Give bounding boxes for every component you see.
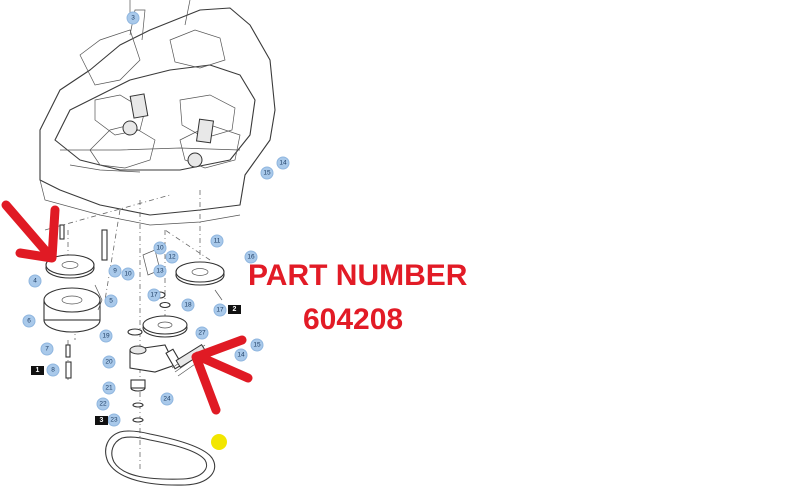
callout-3: 3 bbox=[126, 11, 140, 25]
callout-24: 24 bbox=[160, 392, 174, 406]
svg-text:4: 4 bbox=[33, 278, 37, 285]
svg-text:18: 18 bbox=[184, 302, 192, 309]
svg-text:27: 27 bbox=[198, 330, 206, 337]
yellow-marker-dot bbox=[211, 434, 227, 450]
svg-text:24: 24 bbox=[163, 396, 171, 403]
red-arrow-lower-right bbox=[191, 335, 253, 415]
mower-frame bbox=[39, 0, 276, 226]
callout-15a: 15 bbox=[260, 166, 274, 180]
svg-text:15: 15 bbox=[253, 342, 261, 349]
svg-text:14: 14 bbox=[237, 352, 245, 359]
callout-17b: 17 bbox=[213, 303, 227, 317]
section-label-1: 1 bbox=[31, 366, 44, 375]
callout-4: 4 bbox=[28, 274, 42, 288]
part-number-title: PART NUMBER bbox=[248, 259, 468, 292]
svg-text:11: 11 bbox=[214, 238, 221, 245]
callout-13: 13 bbox=[153, 264, 167, 278]
pulley-16 bbox=[175, 261, 225, 286]
callout-11: 11 bbox=[210, 234, 224, 248]
callout-20: 20 bbox=[102, 355, 116, 369]
callout-19: 19 bbox=[99, 329, 113, 343]
svg-text:21: 21 bbox=[105, 385, 113, 392]
svg-text:2: 2 bbox=[233, 306, 237, 313]
callout-14b: 14 bbox=[234, 348, 248, 362]
callout-27: 27 bbox=[195, 326, 209, 340]
callouts: 3 14 15 4 9 10 10 12 13 11 16 5 6 17 18 … bbox=[22, 11, 290, 427]
svg-text:9: 9 bbox=[113, 268, 117, 275]
svg-text:1: 1 bbox=[36, 367, 40, 374]
callout-10a: 10 bbox=[121, 267, 135, 281]
svg-text:20: 20 bbox=[105, 359, 113, 366]
idler-arm-20 bbox=[129, 344, 183, 373]
callout-8: 8 bbox=[46, 363, 60, 377]
svg-text:16: 16 bbox=[247, 254, 255, 261]
red-arrow-upper-left bbox=[1, 200, 60, 263]
callout-18: 18 bbox=[181, 298, 195, 312]
callout-15b: 15 bbox=[250, 338, 264, 352]
callout-21: 21 bbox=[102, 381, 116, 395]
svg-text:7: 7 bbox=[45, 346, 49, 353]
callout-9: 9 bbox=[108, 264, 122, 278]
svg-text:8: 8 bbox=[51, 367, 55, 374]
svg-text:3: 3 bbox=[131, 15, 135, 22]
callout-7: 7 bbox=[40, 342, 54, 356]
svg-text:3: 3 bbox=[100, 417, 104, 424]
svg-text:22: 22 bbox=[99, 401, 107, 408]
callout-14a: 14 bbox=[276, 156, 290, 170]
section-label-2: 2 bbox=[228, 305, 241, 314]
pulley-27 bbox=[142, 315, 188, 338]
callout-6: 6 bbox=[22, 314, 36, 328]
svg-text:10: 10 bbox=[124, 271, 132, 278]
svg-text:23: 23 bbox=[110, 417, 118, 424]
pulley-4 bbox=[45, 254, 95, 279]
svg-text:12: 12 bbox=[168, 254, 176, 261]
svg-text:17: 17 bbox=[150, 292, 158, 299]
callout-22: 22 bbox=[96, 397, 110, 411]
callout-23: 23 bbox=[107, 413, 121, 427]
callout-12: 12 bbox=[165, 250, 179, 264]
callout-16: 16 bbox=[244, 250, 258, 264]
clutch-6 bbox=[43, 287, 101, 333]
part-number-value: 604208 bbox=[303, 303, 404, 336]
svg-text:5: 5 bbox=[109, 298, 113, 305]
callout-10b: 10 bbox=[153, 241, 167, 255]
section-label-3: 3 bbox=[95, 416, 108, 425]
svg-text:10: 10 bbox=[156, 245, 164, 252]
svg-text:15: 15 bbox=[263, 170, 271, 177]
svg-text:19: 19 bbox=[102, 333, 110, 340]
svg-text:14: 14 bbox=[279, 160, 287, 167]
callout-5: 5 bbox=[104, 294, 118, 308]
svg-text:13: 13 bbox=[156, 268, 164, 275]
drive-belt bbox=[105, 430, 216, 486]
svg-text:17: 17 bbox=[216, 307, 224, 314]
callout-17: 17 bbox=[147, 288, 161, 302]
svg-text:6: 6 bbox=[27, 318, 31, 325]
